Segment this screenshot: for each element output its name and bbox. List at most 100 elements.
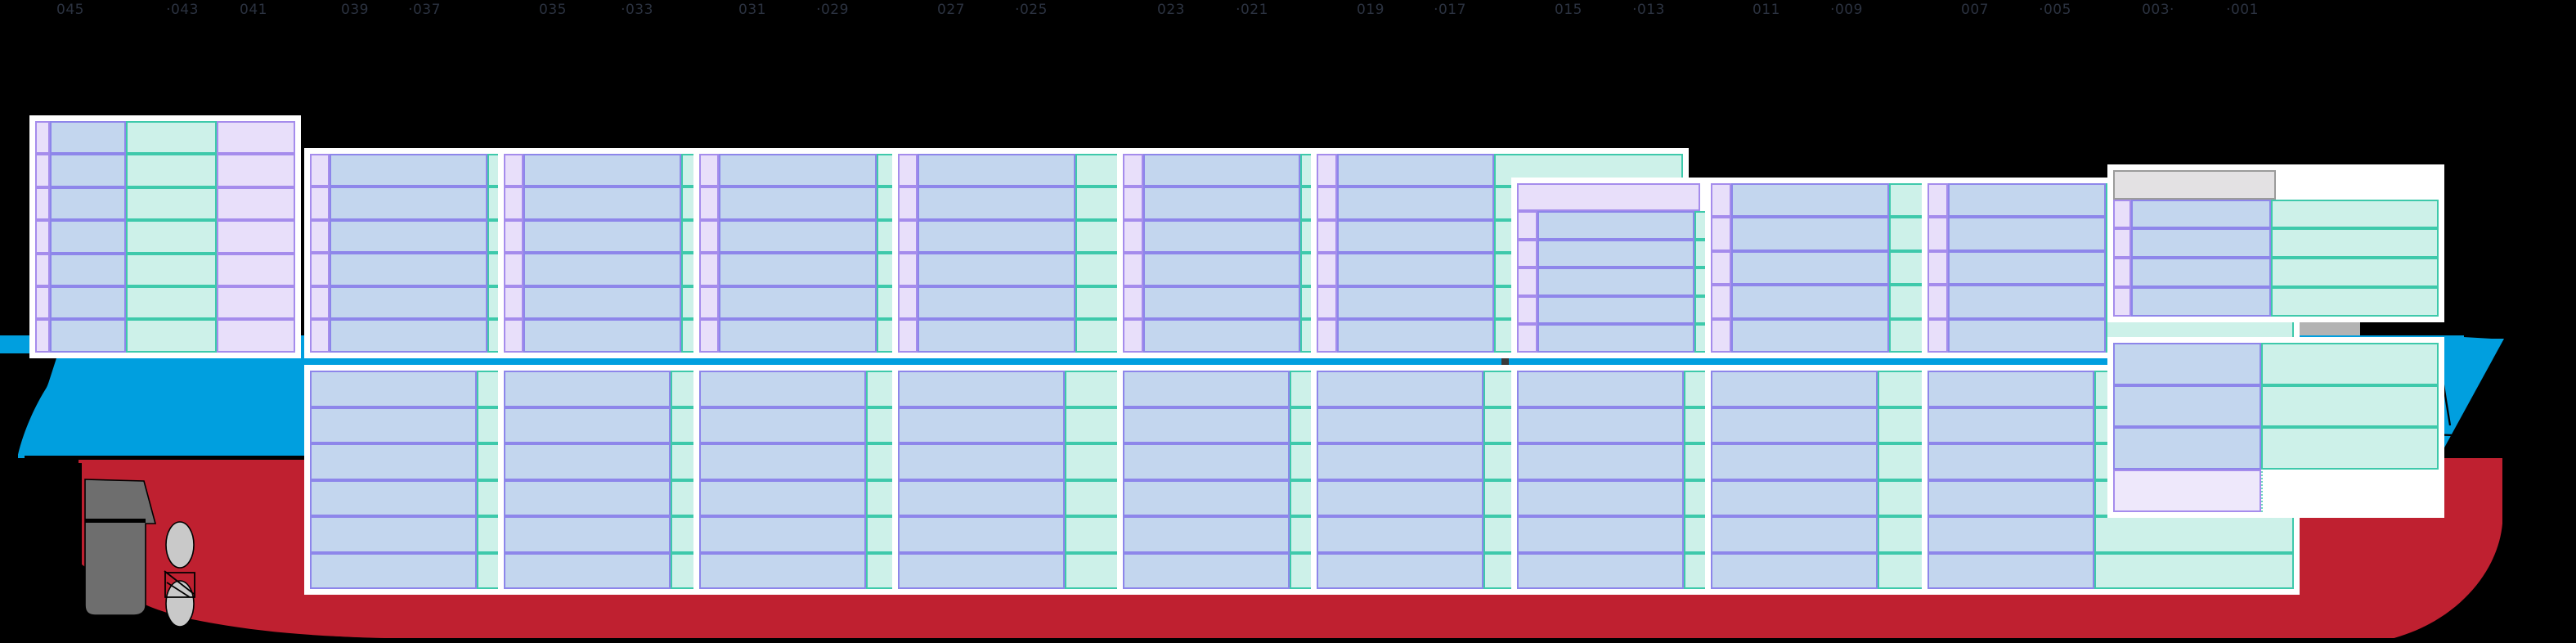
bay-029-slot-20ft[interactable] [897,407,1065,444]
bay-005-slot-20ft[interactable] [2113,384,2262,428]
bay-013-slot-20ft[interactable] [1711,516,1878,553]
bay-045-slot-20ft[interactable] [49,286,126,320]
bay-009-slot-20ft[interactable] [1928,552,2095,590]
bay-009-slot-20ft[interactable] [1928,479,2095,517]
bay-033-slot-20ft[interactable] [698,516,866,553]
bay-037-slot-20ft[interactable] [523,286,681,320]
bay-009-slot-40ft[interactable] [2094,552,2295,590]
bay-041-slot-20ft[interactable] [330,153,487,187]
bay-029-slot-20ft[interactable] [897,479,1065,517]
bay-045-slot-40ft[interactable] [125,253,218,286]
bay-013-slot-20ft[interactable] [1711,479,1878,517]
bay-021-slot-20ft[interactable] [1336,253,1495,286]
bay-005-slot-20ft[interactable] [2131,228,2272,259]
bay-013-slot-20ft[interactable] [1711,552,1878,590]
bay-017-slot-20ft[interactable] [1537,239,1695,268]
bay-037-slot-20ft[interactable] [523,153,681,187]
bay-045-slot-40ft[interactable] [125,120,218,155]
bay-025-slot-20ft[interactable] [1142,153,1301,187]
bay-029-slot-20ft[interactable] [918,286,1076,320]
bay-005-slot-40ft[interactable] [2271,199,2439,229]
bay-021-slot-20ft[interactable] [1317,370,1483,407]
bay-037-slot-20ft[interactable] [503,479,671,517]
bay-005-slot-40ft[interactable] [2271,228,2439,259]
bay-033-slot-20ft[interactable] [698,370,866,407]
bay-029-slot-20ft[interactable] [918,219,1076,254]
bay-005-top-grey-container[interactable] [2113,169,2277,200]
bay-005-slot-40ft[interactable] [2261,342,2439,385]
bay-005-slot-20ft[interactable] [2131,286,2272,317]
bay-005-slot-20ft[interactable] [2131,199,2272,229]
bay-009-slot-20ft[interactable] [1928,370,2095,407]
bay-021-slot-20ft[interactable] [1317,479,1483,517]
bay-017-slot-20ft[interactable] [1517,516,1685,553]
bay-045-reserved-slot[interactable] [217,319,295,353]
bay-025-slot-20ft[interactable] [1142,219,1301,254]
bay-045-slot-20ft[interactable] [49,187,126,221]
bay-017-slot-20ft[interactable] [1517,443,1685,480]
bay-029-slot-20ft[interactable] [918,153,1076,187]
bay-009-slot-20ft[interactable] [1948,182,2106,218]
bay-021-slot-20ft[interactable] [1336,187,1495,220]
bay-037-slot-20ft[interactable] [503,552,671,590]
bay-017-slot-20ft[interactable] [1537,211,1695,240]
bay-045-slot-40ft[interactable] [125,286,218,320]
bay-021-slot-20ft[interactable] [1317,552,1483,590]
bay-025-slot-20ft[interactable] [1123,516,1290,553]
bay-009-slot-20ft[interactable] [1928,443,2095,480]
bay-005-slot-20ft[interactable] [2113,427,2262,470]
bay-009-slot-20ft[interactable] [1928,516,2095,553]
bay-021-slot-20ft[interactable] [1336,286,1495,320]
bay-045-slot-40ft[interactable] [125,154,218,187]
bay-017-slot-20ft[interactable] [1517,407,1685,444]
bay-045-reserved-slot[interactable] [217,154,295,187]
bay-033-slot-20ft[interactable] [698,552,866,590]
bay-045-reserved-slot[interactable] [217,187,295,221]
bay-009-slot-20ft[interactable] [1948,318,2106,353]
bay-029-slot-20ft[interactable] [897,370,1065,407]
bay-041-slot-20ft[interactable] [330,219,487,254]
bay-045-slot-20ft[interactable] [49,154,126,187]
bay-029-slot-20ft[interactable] [897,516,1065,553]
bay-041-slot-20ft[interactable] [309,552,477,590]
bay-025-slot-20ft[interactable] [1123,443,1290,480]
bay-017-top-lavender-container[interactable] [1517,182,1701,212]
bay-041-slot-20ft[interactable] [309,370,477,407]
bay-013-slot-20ft[interactable] [1730,217,1889,251]
bay-017-slot-20ft[interactable] [1517,370,1685,407]
bay-033-slot-20ft[interactable] [719,319,877,353]
bay-033-slot-20ft[interactable] [698,407,866,444]
bay-033-slot-20ft[interactable] [719,187,877,220]
bay-009-slot-20ft[interactable] [1948,250,2106,286]
bay-017-slot-20ft[interactable] [1517,479,1685,517]
bay-045-reserved-slot[interactable] [217,286,295,320]
bay-045-reserved-slot[interactable] [217,220,295,254]
bay-013-slot-20ft[interactable] [1730,250,1889,286]
bay-025-slot-20ft[interactable] [1142,319,1301,353]
bay-021-slot-20ft[interactable] [1317,443,1483,480]
bay-037-slot-20ft[interactable] [503,370,671,407]
bay-009-slot-20ft[interactable] [1928,407,2095,444]
bay-033-slot-20ft[interactable] [698,443,866,480]
bay-029-slot-20ft[interactable] [897,552,1065,590]
bay-045-slot-20ft[interactable] [49,253,126,286]
bay-033-slot-20ft[interactable] [719,219,877,254]
bay-005-bottom-lavender-container[interactable] [2113,470,2262,512]
bay-041-slot-20ft[interactable] [309,407,477,444]
bay-013-slot-20ft[interactable] [1711,407,1878,444]
bay-037-slot-20ft[interactable] [503,443,671,480]
bay-033-slot-20ft[interactable] [719,253,877,286]
bay-041-slot-20ft[interactable] [330,253,487,286]
bay-037-slot-20ft[interactable] [503,516,671,553]
bay-041-slot-20ft[interactable] [330,319,487,353]
bay-013-slot-20ft[interactable] [1730,182,1889,218]
bay-005-slot-40ft[interactable] [2271,258,2439,287]
bay-045-slot-20ft[interactable] [49,120,126,155]
bay-013-slot-20ft[interactable] [1711,443,1878,480]
bay-021-slot-20ft[interactable] [1336,153,1495,187]
bay-025-slot-20ft[interactable] [1123,552,1290,590]
bay-021-slot-20ft[interactable] [1336,319,1495,353]
bay-009-slot-20ft[interactable] [1948,285,2106,319]
bay-013-slot-20ft[interactable] [1730,318,1889,353]
bay-045-slot-20ft[interactable] [49,220,126,254]
